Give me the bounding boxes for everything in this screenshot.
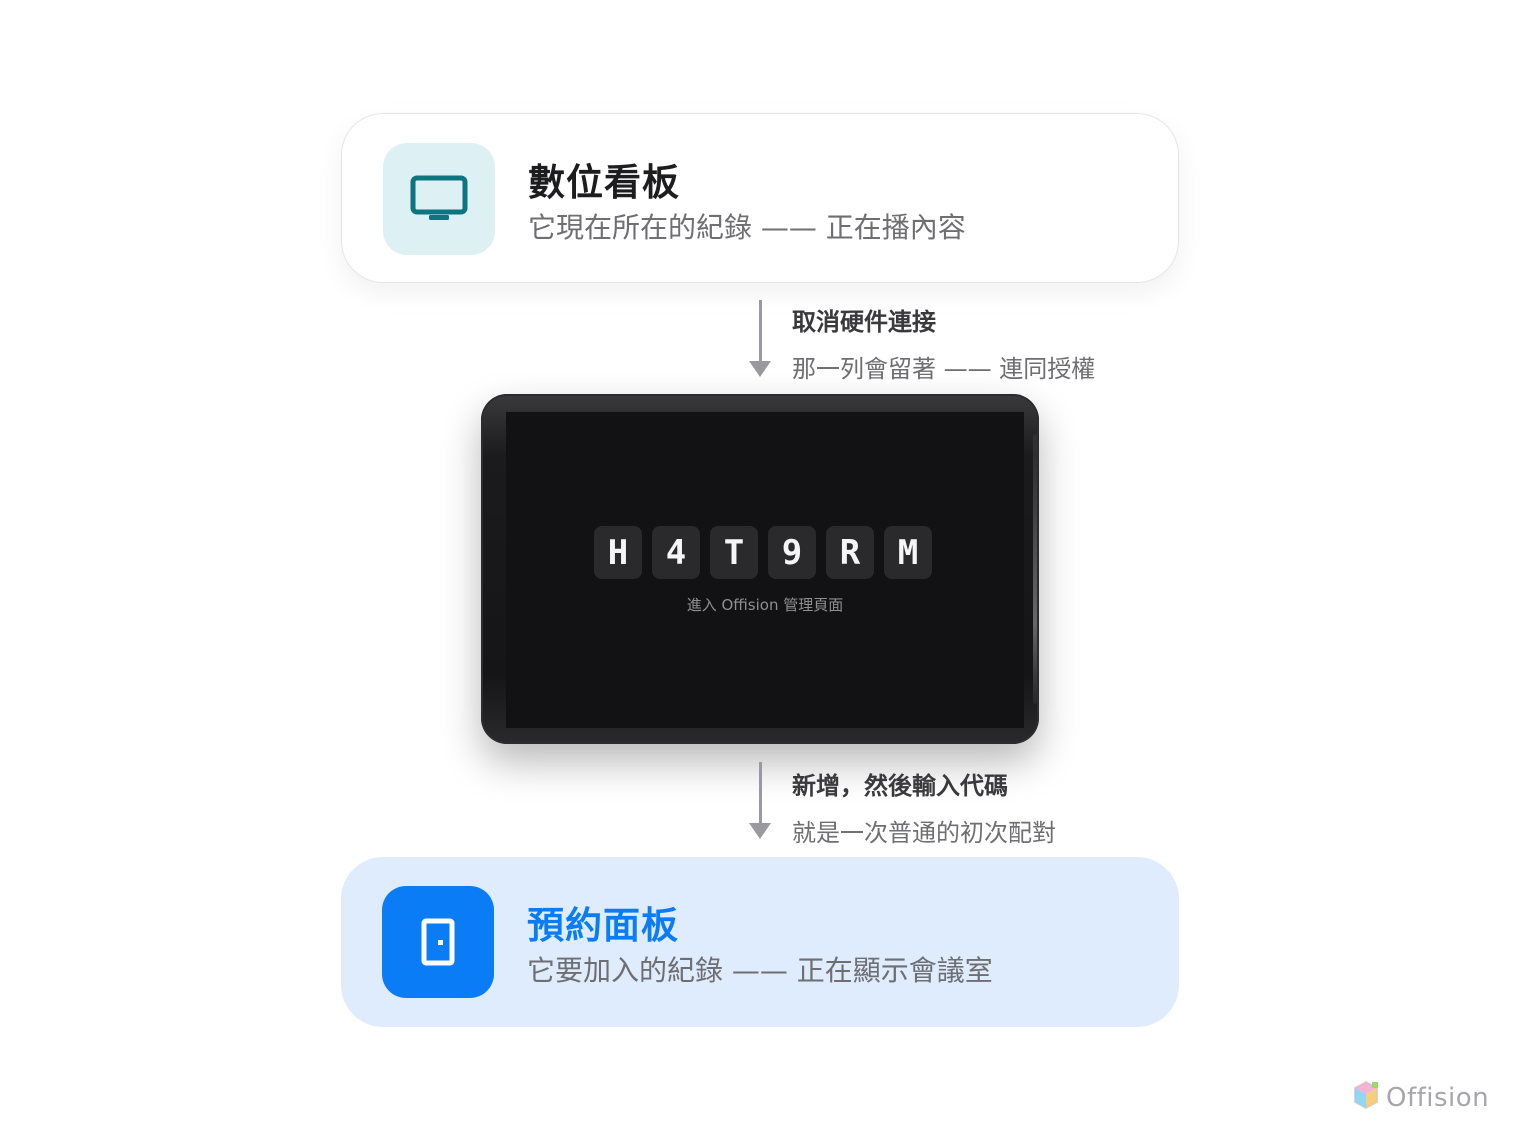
device-edge-highlight [1033,434,1037,704]
source-card-title: 數位看板 [528,161,680,204]
offision-logo-icon [1352,1080,1380,1116]
brand-name: Offision [1386,1083,1490,1113]
pairing-hint: 進入 Offision 管理頁面 [686,596,844,614]
target-card-title: 預約面板 [527,904,679,947]
pairing-code-char: R [826,526,874,579]
monitor-icon [383,143,495,255]
target-record-card: 預約面板 它要加入的紀錄 —— 正在顯示會議室 [341,857,1179,1027]
pairing-code-char: T [710,526,758,579]
device-screen: H 4 T 9 R M 進入 Offision 管理頁面 [506,412,1024,728]
step-pair-subtitle: 就是一次普通的初次配對 [792,819,1056,847]
pairing-code: H 4 T 9 R M [594,526,936,579]
pairing-code-char: 4 [652,526,700,579]
target-card-subtitle: 它要加入的紀錄 —— 正在顯示會議室 [527,954,993,987]
tablet-device: H 4 T 9 R M 進入 Offision 管理頁面 [481,394,1039,744]
step-unpair-title: 取消硬件連接 [792,308,936,336]
step-pair: 新增，然後輸入代碼 就是一次普通的初次配對 [792,766,1056,848]
door-icon [382,886,494,998]
pairing-code-char: 9 [768,526,816,579]
step-unpair-subtitle: 那一列會留著 —— 連同授權 [792,355,1096,383]
step-pair-title: 新增，然後輸入代碼 [792,772,1008,800]
source-record-card: 數位看板 它現在所在的紀錄 —— 正在播內容 [341,113,1179,283]
down-arrow-pair [749,762,771,840]
brand-mark: Offision [1352,1080,1489,1116]
pairing-code-char: H [594,526,642,579]
step-unpair: 取消硬件連接 那一列會留著 —— 連同授權 [792,302,1095,384]
down-arrow-unpair [749,300,771,378]
source-card-subtitle: 它現在所在的紀錄 —— 正在播內容 [528,211,966,244]
pairing-code-char: M [884,526,932,579]
